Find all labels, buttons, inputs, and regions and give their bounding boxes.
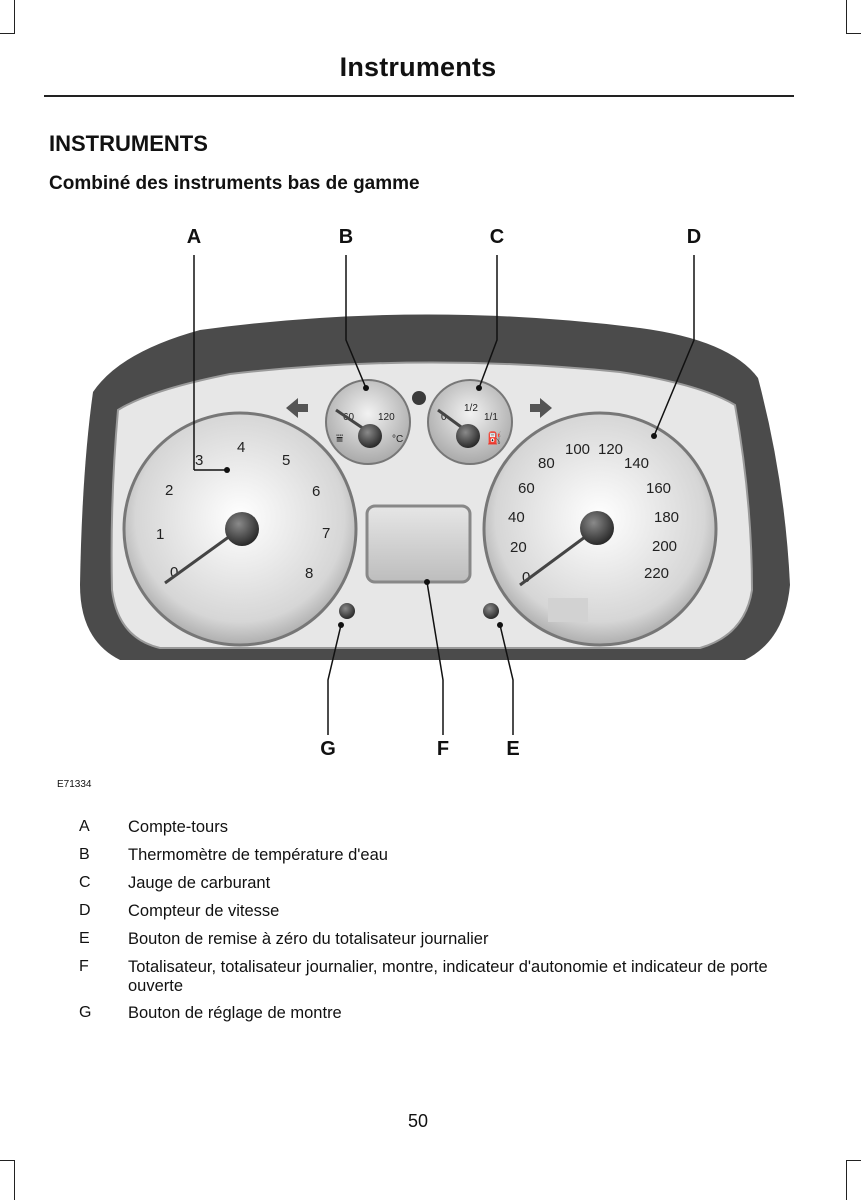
callout-label: B bbox=[339, 226, 353, 248]
fuel-pump-icon: ⛽ bbox=[487, 431, 502, 445]
right-turn-arrow-icon bbox=[530, 398, 552, 418]
crop-mark bbox=[0, 33, 14, 34]
fuel-labels: 0 1/2 1/1 bbox=[441, 403, 498, 423]
instrument-cluster-figure: 0 1 2 3 4 5 6 7 8 0 20 40 60 80 100 120 … bbox=[80, 226, 790, 760]
legend-text: Compte-tours bbox=[128, 818, 228, 836]
tach-tick: 1 bbox=[156, 526, 164, 543]
tach-tick: 2 bbox=[165, 482, 173, 499]
legend-key: A bbox=[79, 818, 90, 835]
speed-tick: 160 bbox=[646, 480, 671, 497]
legend-text: Bouton de réglage de montre bbox=[128, 1004, 342, 1022]
page-number: 50 bbox=[407, 1111, 429, 1131]
callout-label: A bbox=[187, 226, 201, 248]
speed-tick: 140 bbox=[624, 455, 649, 472]
legend-text: Totalisateur, totalisateur journalier, m… bbox=[128, 958, 768, 995]
fuel-gauge bbox=[427, 379, 513, 465]
speedometer-hub bbox=[580, 511, 614, 545]
warning-lamp bbox=[412, 391, 426, 405]
legend-text: Thermomètre de température d'eau bbox=[128, 846, 388, 864]
callout-label: F bbox=[437, 738, 449, 760]
trip-reset-button bbox=[483, 603, 499, 619]
tach-tick: 6 bbox=[312, 483, 320, 500]
speed-tick: 40 bbox=[508, 509, 525, 526]
tachometer-hub bbox=[225, 512, 259, 546]
legend-key: B bbox=[79, 846, 90, 863]
callout-lines bbox=[193, 255, 695, 735]
tach-tick: 8 bbox=[305, 565, 313, 582]
speed-tick: 0 bbox=[522, 569, 530, 586]
callout-dots bbox=[224, 385, 657, 628]
clock-adjust-button bbox=[339, 603, 355, 619]
legend-text: Jauge de carburant bbox=[128, 874, 271, 892]
tach-tick: 7 bbox=[322, 525, 330, 542]
crop-mark bbox=[846, 0, 847, 34]
section-subheading: Combiné des instruments bas de gamme bbox=[49, 173, 420, 194]
left-turn-arrow-icon bbox=[286, 398, 308, 418]
speed-tick: 220 bbox=[644, 565, 669, 582]
legend-key: C bbox=[79, 874, 91, 891]
crop-mark bbox=[14, 0, 15, 34]
coolant-icon: ⩸ bbox=[336, 431, 343, 445]
svg-text:1/1: 1/1 bbox=[484, 412, 498, 423]
speedometer-ticks: 0 20 40 60 80 100 120 140 160 180 200 22… bbox=[508, 441, 679, 586]
legend-key: G bbox=[79, 1004, 92, 1021]
speed-tick: 60 bbox=[518, 480, 535, 497]
callout-label: D bbox=[687, 226, 701, 248]
page-title: Instruments bbox=[339, 52, 497, 82]
legend-key: D bbox=[79, 902, 91, 919]
crop-mark bbox=[847, 1160, 861, 1161]
svg-text:0: 0 bbox=[441, 412, 447, 423]
legend-key: F bbox=[79, 958, 89, 975]
speed-tick: 20 bbox=[510, 539, 527, 556]
callout-label: E bbox=[506, 738, 519, 760]
speed-tick: 100 bbox=[565, 441, 590, 458]
crop-mark bbox=[0, 1160, 14, 1161]
figure-code: E71334 bbox=[57, 779, 92, 790]
legend-key: E bbox=[79, 930, 90, 947]
svg-text:1/2: 1/2 bbox=[464, 403, 478, 414]
crop-mark bbox=[847, 33, 861, 34]
tachometer-ticks: 0 1 2 3 4 5 6 7 8 bbox=[156, 439, 330, 582]
speed-tick: 120 bbox=[598, 441, 623, 458]
temperature-hub bbox=[358, 424, 382, 448]
speed-tick: 200 bbox=[652, 538, 677, 555]
callout-label: G bbox=[320, 738, 336, 760]
speed-tick: 180 bbox=[654, 509, 679, 526]
svg-text:°C: °C bbox=[392, 434, 403, 445]
fuel-hub bbox=[456, 424, 480, 448]
header-rule bbox=[44, 95, 794, 97]
legend-text: Compteur de vitesse bbox=[128, 902, 280, 920]
callout-label: C bbox=[490, 226, 504, 248]
section-heading: INSTRUMENTS bbox=[49, 131, 208, 156]
crop-mark bbox=[14, 1160, 15, 1200]
tach-tick: 3 bbox=[195, 452, 203, 469]
svg-text:120: 120 bbox=[378, 412, 395, 423]
legend-text: Bouton de remise à zéro du totalisateur … bbox=[128, 930, 489, 948]
speed-tick: 80 bbox=[538, 455, 555, 472]
temperature-gauge bbox=[325, 379, 411, 465]
crop-mark bbox=[846, 1160, 847, 1200]
speedometer-label-plate bbox=[548, 598, 588, 622]
tach-tick: 5 bbox=[282, 452, 290, 469]
tach-tick: 4 bbox=[237, 439, 245, 456]
central-display bbox=[365, 504, 472, 584]
tach-tick: 0 bbox=[170, 564, 178, 581]
